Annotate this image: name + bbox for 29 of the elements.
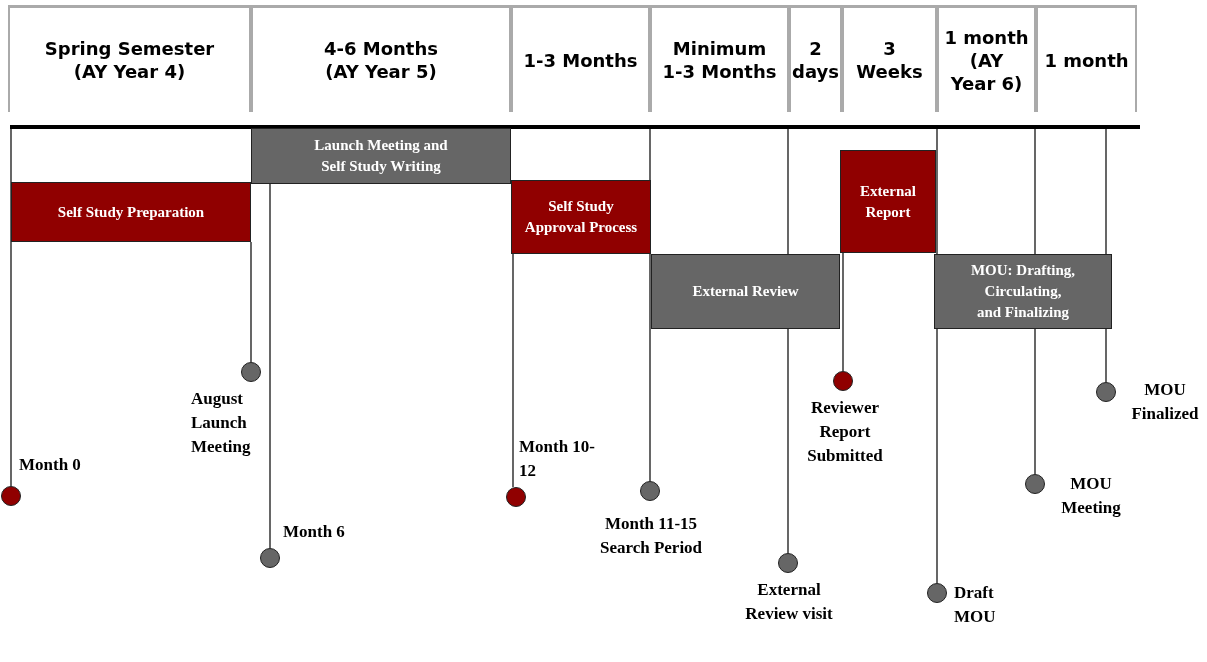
milestone-label: Month 11-15 Search Period [598, 513, 704, 559]
period-header: 2 days [789, 5, 842, 112]
milestone-label: MOU Meeting [1060, 473, 1122, 519]
period-header: Spring Semester (AY Year 4) [8, 5, 251, 112]
period-header: 1 month [1036, 5, 1137, 112]
period-header: Minimum 1-3 Months [650, 5, 789, 112]
milestone-label: MOU Finalized [1130, 379, 1200, 425]
milestone-label: Month 6 [283, 521, 346, 543]
milestone-label: Month 0 [19, 454, 82, 476]
timeline-line [269, 183, 271, 549]
period-header: 3 Weeks [842, 5, 937, 112]
timeline-line [10, 128, 12, 487]
phase-bar: Self Study Approval Process [511, 180, 651, 254]
milestone-label: Draft MOU [954, 582, 997, 628]
phase-bar: External Report [840, 150, 936, 253]
timeline-line [512, 253, 514, 488]
milestone-label: Month 10-12 [519, 436, 597, 482]
milestone-label: August Launch Meeting [191, 388, 252, 458]
milestone-label: Reviewer Report Submitted [806, 397, 884, 467]
phase-bar: Launch Meeting and Self Study Writing [251, 128, 511, 184]
period-header: 4-6 Months (AY Year 5) [251, 5, 511, 112]
timeline-line [250, 241, 252, 363]
period-header: 1 month (AY Year 6) [937, 5, 1036, 112]
phase-bar: MOU: Drafting, Circulating, and Finalizing [934, 254, 1112, 329]
phase-bar: Self Study Preparation [11, 182, 251, 242]
period-header: 1-3 Months [511, 5, 650, 112]
milestone-label: External Review visit [744, 579, 834, 625]
timeline-line [842, 252, 844, 372]
phase-bar: External Review [651, 254, 840, 329]
